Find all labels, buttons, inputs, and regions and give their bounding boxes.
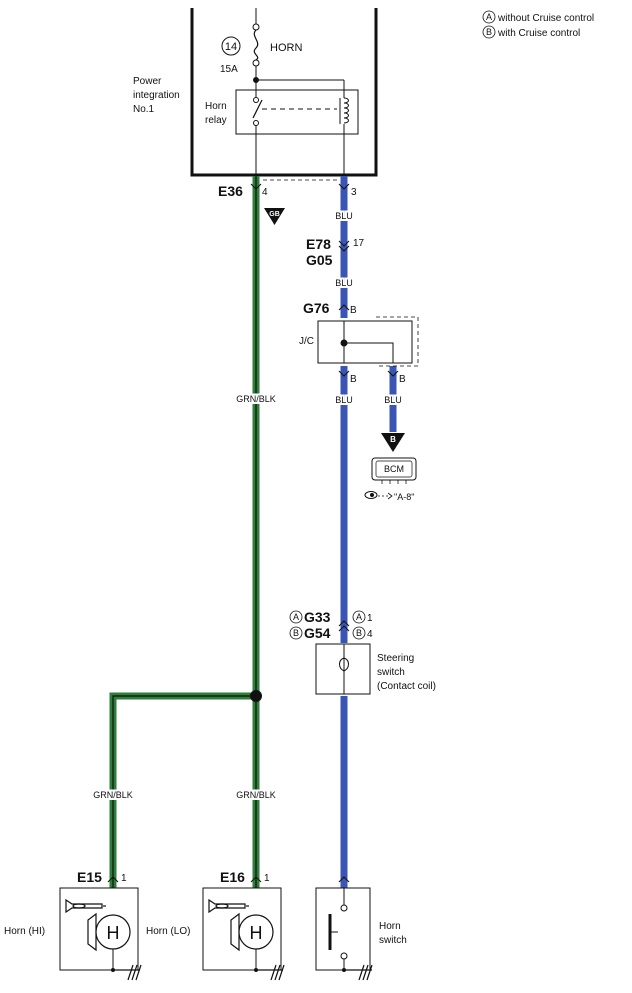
e78-pin: 17 — [353, 238, 365, 249]
g76-id: G76 — [303, 300, 330, 316]
g33-id: G33 — [304, 609, 331, 625]
pim-label-line2: integration — [133, 90, 180, 101]
horn-hi: Horn (HI) H — [4, 887, 142, 981]
bcm-ref: "A-8" — [394, 492, 414, 502]
bcm-box — [371, 457, 417, 481]
fuse-terminal-bottom — [252, 59, 260, 67]
fuse-name: HORN — [270, 42, 302, 54]
ground-icon — [344, 964, 373, 981]
e78-id: E78 — [306, 236, 331, 252]
steering-switch-label-1: Steering — [377, 653, 414, 664]
wire-label-blu-4: BLU — [384, 395, 402, 405]
jc-box — [317, 320, 413, 364]
wire-label-blu-3: BLU — [335, 395, 353, 405]
connectors-horn: E15 1 E16 1 — [77, 869, 270, 885]
connector-g33-g54: A G33 B G54 A 1 B 4 — [289, 609, 373, 641]
g33-pin-marker: A — [356, 612, 362, 622]
fuse-rating: 15A — [220, 64, 238, 75]
relay-label-line1: Horn — [205, 101, 227, 112]
horn-relay-box — [235, 89, 359, 135]
e36-pin-right: 3 — [351, 187, 357, 198]
bcm-badge — [381, 433, 405, 452]
eye-icon — [364, 491, 378, 499]
horn-hi-label: Horn (HI) — [4, 926, 45, 937]
g54-pin-marker: B — [356, 628, 362, 638]
legend-a-text: without Cruise control — [497, 13, 594, 24]
horn-lo-symbol: H — [250, 923, 263, 943]
horn-switch: Horn switch — [315, 887, 407, 981]
legend-marker-a: A — [486, 12, 492, 22]
wire-blu: BLU BLU BLU BLU — [333, 176, 404, 888]
wire-grn-blk: GRN/BLK GRN/BLK GRN/BLK — [91, 176, 278, 888]
g05-id: G05 — [306, 252, 333, 268]
legend-marker-b: B — [486, 27, 492, 37]
ground-icon — [113, 964, 142, 981]
g54-marker: B — [293, 628, 299, 638]
contact-coil-icon — [339, 657, 349, 672]
legend-b-text: with Cruise control — [497, 28, 580, 39]
e36-pin-left: 4 — [262, 187, 268, 198]
horn-hi-symbol: H — [107, 923, 120, 943]
pim-label-line1: Power — [133, 76, 162, 87]
bcm-label: BCM — [384, 464, 404, 474]
pim-label-line3: No.1 — [133, 104, 155, 115]
g76-pin: B — [350, 305, 357, 316]
connector-chevrons — [107, 183, 399, 883]
wire-label-grn-blk-2: GRN/BLK — [93, 790, 133, 800]
g33-marker: A — [293, 612, 299, 622]
wire-label-blu-2: BLU — [335, 278, 353, 288]
g33-pin: 1 — [367, 613, 373, 624]
fuse-terminal-top — [252, 23, 260, 31]
jc-pin-right: B — [399, 374, 406, 385]
wire-label-grn-blk-3: GRN/BLK — [236, 790, 276, 800]
junction-connector: G76 B J/C B B B — [299, 300, 419, 452]
horn-lo: Horn (LO) H — [146, 887, 285, 981]
wire-label-grn-blk-1: GRN/BLK — [236, 394, 276, 404]
horn-lo-icon — [208, 898, 249, 952]
bcm-reference: BCM "A-8" — [364, 457, 417, 502]
horn-switch-label-2: switch — [379, 935, 407, 946]
g54-id: G54 — [304, 625, 331, 641]
connector-e78-g05: E78 G05 17 — [306, 236, 365, 268]
e16-pin: 1 — [264, 873, 270, 884]
e15-pin: 1 — [121, 873, 127, 884]
e15-id: E15 — [77, 869, 102, 885]
g54-pin: 4 — [367, 629, 373, 640]
steering-switch-box — [315, 643, 371, 695]
fuse-number: 14 — [225, 41, 237, 53]
horn-hi-icon — [65, 898, 106, 952]
relay-switch-contact — [252, 99, 263, 119]
steering-switch-label-3: (Contact coil) — [377, 681, 436, 692]
power-integration-module: Power integration No.1 14 15A HORN Horn … — [133, 8, 378, 177]
connector-e36: E36 4 3 GB — [218, 179, 357, 225]
steering-switch-label-2: switch — [377, 667, 405, 678]
horn-switch-label-1: Horn — [379, 921, 401, 932]
ground-badge-label: GB — [269, 211, 280, 218]
jc-pin-left: B — [350, 374, 357, 385]
wire-label-blu-1: BLU — [335, 211, 353, 221]
steering-switch: Steering switch (Contact coil) — [315, 643, 436, 695]
horn-lo-label: Horn (LO) — [146, 926, 190, 937]
bcm-badge-label: B — [390, 435, 396, 444]
e16-id: E16 — [220, 869, 245, 885]
fuse-icon — [253, 29, 259, 61]
legend: A without Cruise control B with Cruise c… — [482, 10, 594, 39]
relay-label-line2: relay — [205, 115, 227, 126]
ground-badge-gb — [264, 208, 285, 225]
e36-id: E36 — [218, 183, 243, 199]
ground-icon — [256, 964, 285, 981]
splice-dot — [250, 690, 262, 702]
jc-label: J/C — [299, 336, 314, 347]
relay-coil-icon — [343, 97, 349, 124]
